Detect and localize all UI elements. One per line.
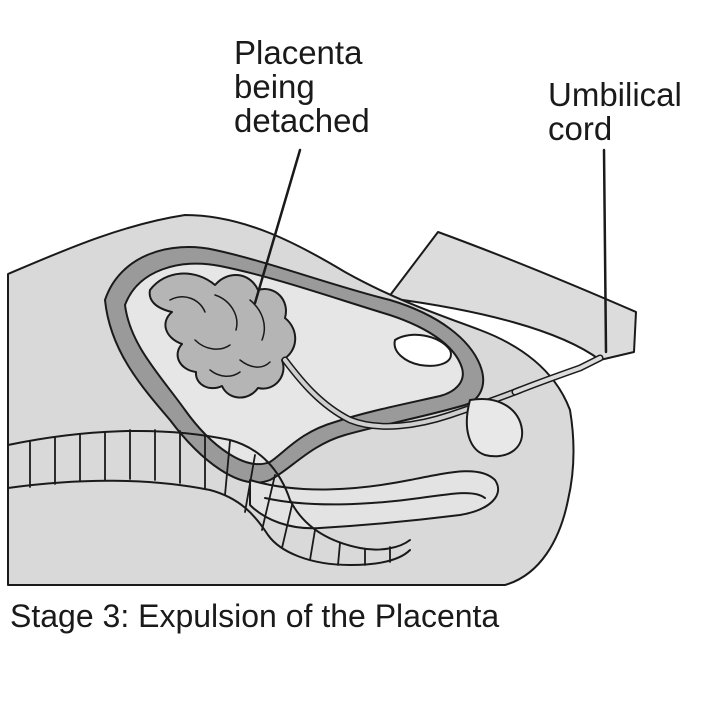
placenta-pointer	[253, 148, 302, 305]
lower-tract	[249, 470, 500, 530]
placenta-folds	[169, 294, 271, 377]
pubic-bone	[465, 398, 524, 458]
figure-caption: Stage 3: Expulsion of the Placenta	[10, 598, 500, 634]
spine	[7, 429, 411, 551]
cord-outside-inner	[513, 356, 602, 394]
vertebrae	[29, 429, 391, 566]
cord-pointer	[602, 148, 608, 354]
spine-lower	[7, 479, 411, 566]
lower-tract-inner	[264, 492, 486, 506]
placenta-label-line-3: detached	[234, 102, 370, 139]
placenta-label: Placenta being detached	[234, 36, 370, 138]
umbilical-cord-label-line-2: cord	[548, 110, 613, 147]
umbilical-cord-label: Umbilical cord	[548, 78, 682, 146]
placenta-label-line-2: being	[234, 68, 315, 105]
thigh	[387, 231, 637, 361]
placenta-label-line-1: Placenta	[234, 34, 363, 71]
bladder	[393, 333, 452, 367]
umbilical-cord-label-line-1: Umbilical	[548, 76, 682, 113]
